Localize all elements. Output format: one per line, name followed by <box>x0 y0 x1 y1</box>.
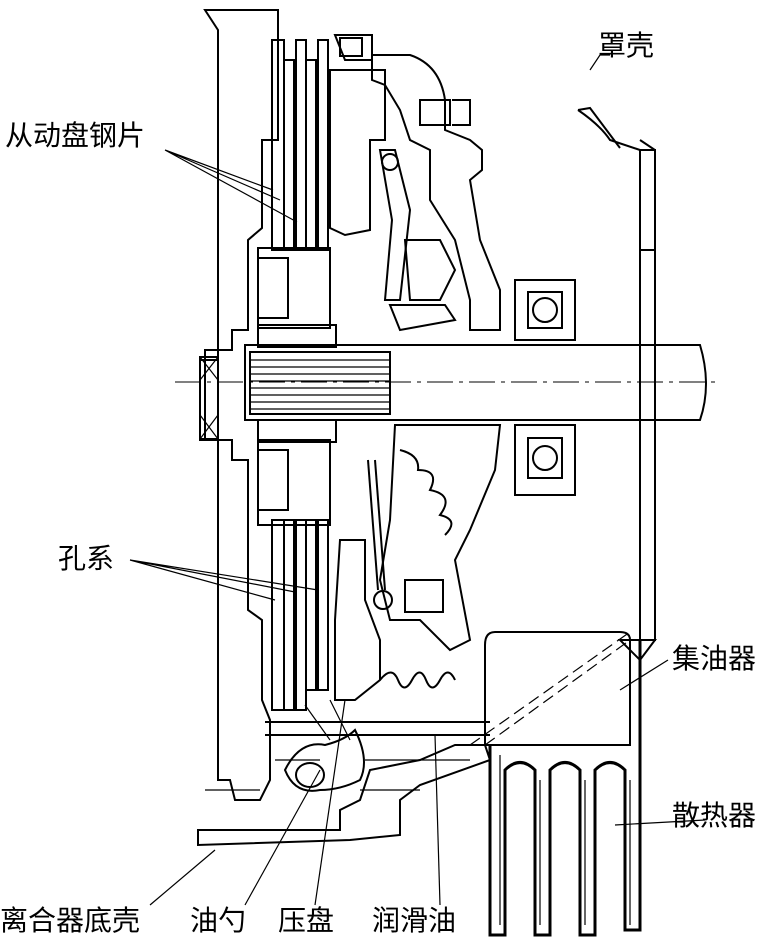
oil-scoop <box>283 699 365 792</box>
pressure-plate-upper <box>329 34 386 237</box>
release-mechanism-lower <box>367 424 502 689</box>
housing-bottom <box>197 744 492 847</box>
outer-cover <box>577 106 657 662</box>
label-pressure-plate: 压盘 <box>278 904 334 937</box>
clutch-hub <box>257 247 337 526</box>
label-cover: 罩壳 <box>598 29 654 62</box>
radiator-fins <box>488 640 642 937</box>
driven-plates-lower <box>271 519 329 711</box>
label-radiator: 散热器 <box>672 799 756 832</box>
spline-teeth <box>249 351 391 415</box>
label-oil-scoop: 油勺 <box>190 904 246 937</box>
driven-plates-upper <box>271 39 329 251</box>
oil-level <box>205 721 490 791</box>
flywheel-housing <box>199 9 279 801</box>
release-bearing-lower <box>514 424 576 496</box>
label-collector: 集油器 <box>672 642 756 675</box>
clutch-cover-upper <box>371 54 501 331</box>
label-housing-bottom: 离合器底壳 <box>0 904 140 937</box>
oil-collector <box>469 631 631 746</box>
label-holes: 孔系 <box>58 542 114 575</box>
release-lever-upper <box>378 149 457 332</box>
output-shaft <box>175 344 718 421</box>
release-bearing-upper <box>514 279 576 341</box>
pressure-plate-lower <box>334 539 381 701</box>
label-lube-oil: 润滑油 <box>372 904 456 937</box>
label-driven-plates: 从动盘钢片 <box>5 119 145 152</box>
leader-lines <box>129 54 706 906</box>
